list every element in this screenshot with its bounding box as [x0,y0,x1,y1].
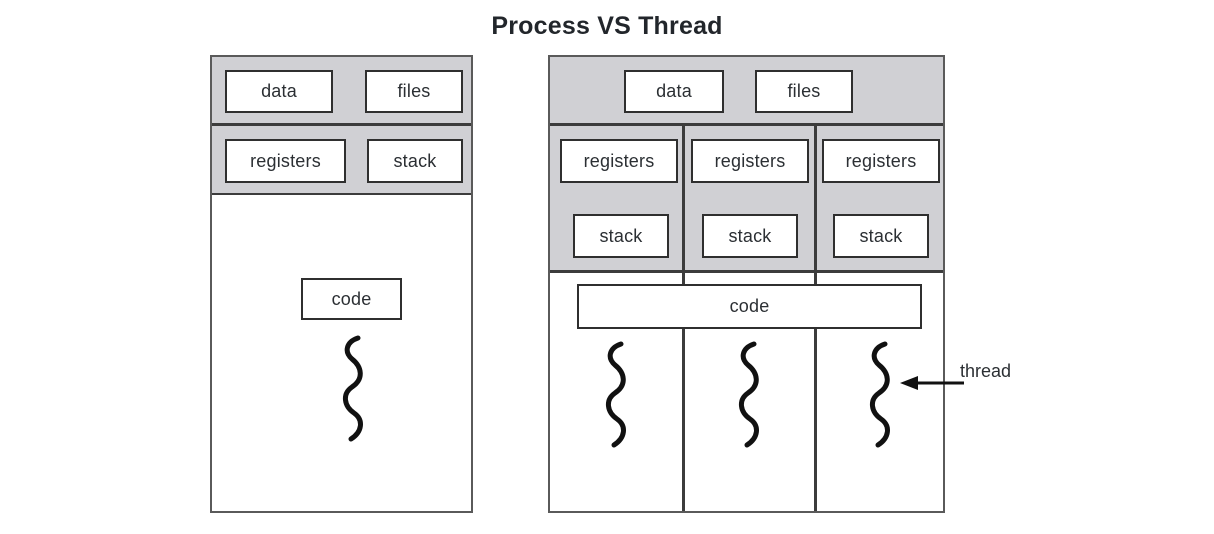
process-cell-files: files [365,70,463,113]
thread-cell-code: code [577,284,922,329]
page-title: Process VS Thread [491,12,723,40]
process-diagram: data files registers stack code [210,55,473,513]
thread-cell-registers-2: registers [691,139,809,183]
process-cell-stack: stack [367,139,463,183]
thread-cell-stack-3: stack [833,214,929,258]
thread-cell-registers-2-label: registers [714,150,786,171]
thread-cell-stack-2: stack [702,214,798,258]
thread-cell-code-label: code [729,296,770,316]
thread-squiggle-1 [601,340,633,450]
thread-cell-data: data [624,70,724,113]
process-cell-registers: registers [225,139,346,183]
process-shared-body-divider [212,193,471,195]
thread-cell-stack-1: stack [573,214,669,258]
thread-cell-registers-1: registers [560,139,678,183]
thread-cell-data-label: data [656,81,692,101]
process-row-divider [212,123,471,126]
thread-diagram: data files registers stack registers sta… [548,55,945,513]
process-cell-data-label: data [261,81,297,101]
thread-shared-body-divider [550,270,943,273]
process-cell-code: code [301,278,402,320]
process-cell-registers-label: registers [250,150,321,171]
thread-squiggle-3 [865,340,897,450]
process-thread-squiggle [338,334,370,444]
thread-cell-files: files [755,70,853,113]
thread-row-divider [550,123,943,126]
thread-cell-stack-2-label: stack [728,225,772,246]
process-cell-stack-label: stack [393,150,437,171]
thread-callout-label: thread [960,361,1012,381]
thread-callout-arrow [896,372,966,394]
thread-cell-stack-1-label: stack [599,225,643,246]
process-cell-data: data [225,70,333,113]
process-cell-code-label: code [331,288,372,309]
thread-cell-stack-3-label: stack [859,225,903,246]
thread-squiggle-2 [734,340,766,450]
thread-cell-registers-3-label: registers [845,150,917,171]
thread-cell-files-label: files [787,81,821,101]
process-cell-files-label: files [397,81,431,101]
thread-cell-registers-1-label: registers [583,150,655,171]
thread-cell-registers-3: registers [822,139,940,183]
